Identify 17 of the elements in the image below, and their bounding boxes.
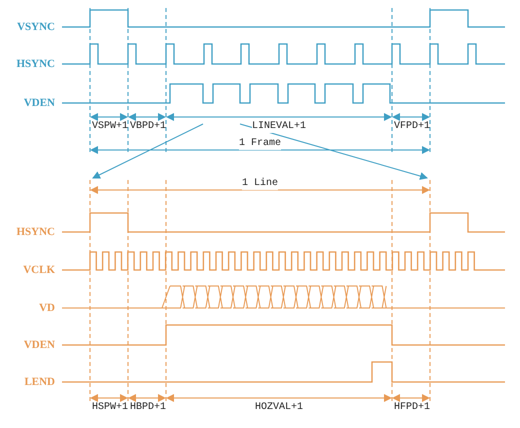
signal-label: VDEN: [24, 97, 55, 109]
signal-label: VDEN: [24, 339, 55, 351]
interval-label: VSPW+1: [92, 121, 128, 133]
interval-label: HBPD+1: [130, 402, 166, 414]
interval-label: VFPD+1: [394, 121, 430, 133]
interval-label: VBPD+1: [130, 121, 166, 133]
signal-label: VSYNC: [17, 21, 55, 33]
signal-label: HSYNC: [16, 226, 55, 238]
interval-label: 1 Line: [242, 178, 278, 190]
interval-label: HFPD+1: [394, 402, 430, 414]
signal-label: VCLK: [23, 264, 55, 276]
signal-label: VD: [39, 302, 55, 314]
signal-label: HSYNC: [16, 58, 55, 70]
interval-label: HSPW+1: [92, 402, 128, 414]
interval-label: 1 Frame: [239, 138, 282, 150]
signal-label: LEND: [24, 376, 55, 388]
interval-label: LINEVAL+1: [252, 121, 306, 133]
